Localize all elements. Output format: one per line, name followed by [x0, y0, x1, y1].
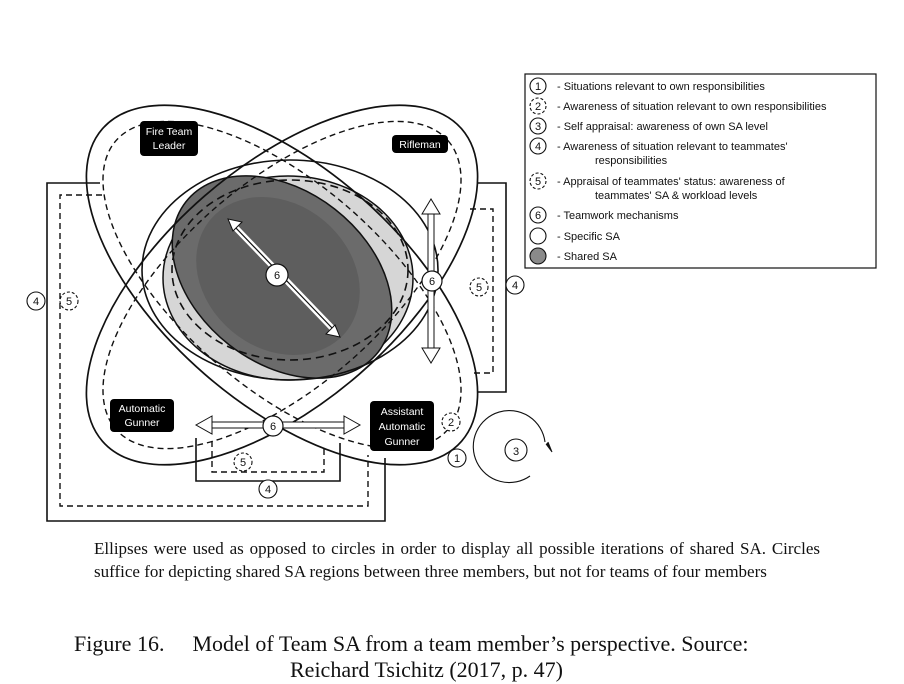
figure-number: Figure 16.: [74, 631, 165, 656]
svg-text:4: 4: [512, 280, 518, 292]
legend-text: responsibilities: [595, 155, 668, 167]
legend-symbol-number: 6: [535, 210, 541, 222]
legend-symbol: [529, 247, 547, 265]
rifleman-label: Rifleman: [392, 135, 448, 153]
inner-horizontal-ellipse: [141, 159, 439, 381]
self-appraisal-loop: [472, 410, 553, 484]
legend-symbol-number: 1: [535, 81, 541, 93]
automatic-gunner-line-1: Automatic: [119, 403, 166, 415]
marker-4-right: 4: [505, 275, 525, 295]
svg-text:5: 5: [476, 282, 482, 294]
dashed-bracket-right: [470, 208, 494, 374]
legend-symbol: [529, 77, 547, 95]
legend-item: 3 - Self appraisal: awareness of own SA l…: [529, 117, 768, 135]
figure-source: Reichard Tsichitz (2017, p. 47): [290, 657, 563, 682]
legend-item: - Shared SA: [529, 247, 618, 265]
dashed-bracket-left: [59, 194, 369, 507]
legend-item: 1 - Situations relevant to own responsibi…: [529, 77, 765, 95]
assistant-automatic-gunner-label: Assistant Automatic Gunner: [370, 401, 434, 451]
legend-text: - Awareness of situation relevant to own…: [557, 101, 827, 113]
legend-symbol-number: 2: [535, 101, 541, 113]
legend-text: - Awareness of situation relevant to tea…: [557, 141, 788, 153]
legend-item: 5 - Appraisal of teammates' status: aware…: [529, 172, 786, 202]
bottom-bracket-dashed: [211, 441, 325, 473]
svg-text:2: 2: [448, 417, 454, 429]
member-ellipses: [85, 104, 479, 466]
svg-text:1: 1: [454, 453, 460, 465]
legend-item: 4 - Awareness of situation relevant to te…: [529, 137, 788, 167]
legend-text: teammates' SA & workload levels: [595, 190, 758, 202]
legend-symbol-number: 4: [535, 141, 541, 153]
role-labels: Fire Team Leader Rifleman Automatic Gunn…: [110, 121, 448, 451]
legend-text: - Appraisal of teammates' status: awaren…: [557, 176, 786, 188]
marker-6-diagonal: 6: [265, 263, 289, 287]
legend-text: - Teamwork mechanisms: [557, 210, 679, 222]
legend-items: 1 - Situations relevant to own responsibi…: [529, 77, 827, 265]
assistant-automatic-gunner-line-2: Automatic: [379, 421, 426, 433]
marker-1: 1: [447, 448, 467, 468]
automatic-gunner-label: Automatic Gunner: [110, 399, 174, 432]
legend: 1 - Situations relevant to own responsibi…: [524, 73, 877, 269]
svg-text:5: 5: [240, 457, 246, 469]
marker-6-vertical: 6: [421, 270, 443, 292]
marker-4-bottom: 4: [258, 479, 278, 499]
figure-title-text: Model of Team SA from a team member’s pe…: [192, 631, 749, 656]
legend-symbol: [529, 227, 547, 245]
legend-symbol: [529, 97, 547, 115]
legend-box: [524, 73, 877, 269]
marker-5-bottom: 5: [233, 452, 253, 472]
legend-text: - Specific SA: [557, 231, 621, 243]
automatic-gunner-line-2: Gunner: [124, 417, 160, 429]
fire-team-leader-label: Fire Team Leader: [140, 121, 198, 156]
marker-6-horizontal: 6: [262, 415, 284, 437]
svg-text:4: 4: [265, 484, 271, 496]
legend-item: 6 - Teamwork mechanisms: [529, 206, 679, 224]
legend-symbol-number: 3: [535, 121, 541, 133]
legend-symbol-number: 5: [535, 176, 541, 188]
team-sa-diagram: Fire Team Leader Rifleman Automatic Gunn…: [26, 73, 877, 522]
figure-caption: Ellipses were used as opposed to circles…: [94, 539, 820, 581]
marker-5-right: 5: [469, 277, 489, 297]
fire-team-leader-line-2: Leader: [153, 140, 186, 152]
assistant-automatic-gunner-line-3: Gunner: [384, 436, 420, 448]
svg-text:5: 5: [66, 296, 72, 308]
bottom-bracket-solid: [195, 438, 341, 482]
marker-3: 3: [504, 438, 528, 462]
marker-2: 2: [441, 412, 461, 432]
legend-symbol: [529, 117, 547, 135]
legend-symbol: [529, 206, 547, 224]
fire-team-leader-ellipse: [85, 104, 479, 466]
marker-4-left: 4: [26, 291, 46, 311]
rifleman-ellipse: [85, 104, 479, 466]
legend-text: - Self appraisal: awareness of own SA le…: [557, 121, 768, 133]
outer-bracket-left: [46, 182, 386, 522]
assistant-automatic-gunner-line-1: Assistant: [381, 406, 424, 418]
inner-horizontal-dashed: [171, 179, 409, 361]
rifleman-line-1: Rifleman: [399, 139, 441, 151]
marker-5-left: 5: [59, 291, 79, 311]
svg-text:6: 6: [274, 270, 280, 282]
legend-item: - Specific SA: [529, 227, 621, 245]
legend-text: - Shared SA: [557, 251, 618, 263]
legend-symbol: [529, 137, 547, 155]
loop-arc: [472, 410, 546, 484]
svg-text:6: 6: [270, 421, 276, 433]
svg-text:6: 6: [429, 276, 435, 288]
legend-item: 2 - Awareness of situation relevant to ow…: [529, 97, 827, 115]
legend-text: - Situations relevant to own responsibil…: [557, 81, 765, 93]
diagram-markers: 6 6 6 5 4 4 5 5: [26, 263, 528, 499]
fire-team-leader-line-1: Fire Team: [146, 126, 193, 138]
figure-title: Figure 16. Model of Team SA from a team m…: [74, 630, 874, 658]
loop-arrowhead: [545, 441, 553, 453]
legend-symbol: [529, 172, 547, 190]
svg-text:4: 4: [33, 296, 39, 308]
svg-text:3: 3: [513, 446, 519, 458]
